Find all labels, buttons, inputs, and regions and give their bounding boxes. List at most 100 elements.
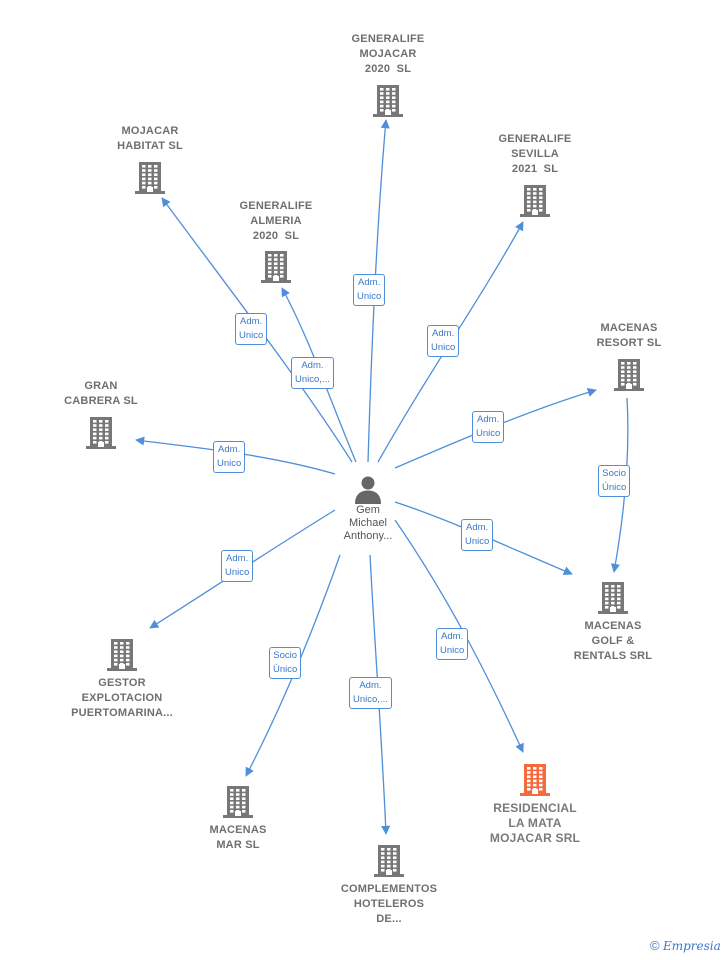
company-name-line: RESORT SL (596, 337, 662, 349)
relation-label: Unico,... (295, 374, 330, 385)
relation-badge[interactable]: Adm. Unico (461, 519, 494, 551)
company-name-line: GENERALIFE (351, 33, 425, 45)
building-icon (520, 185, 550, 217)
relation-label: Adm. (226, 553, 249, 564)
relation-label: Adm. (477, 414, 500, 425)
company-name: GENERALIFE MOJACAR 2020 SL (333, 32, 443, 77)
relation-label: Adm. (466, 522, 489, 533)
company-name-line: LA MATA (508, 816, 562, 830)
relation-label: Unico (225, 567, 250, 578)
person-name-line: Gem (356, 504, 380, 516)
company-name-line: 2021 SL (511, 163, 559, 175)
building-icon (223, 786, 253, 818)
relation-badge[interactable]: Adm. Unico (472, 411, 505, 443)
building-icon (107, 639, 137, 671)
company-node-generalife-almeria[interactable]: GENERALIFE ALMERIA 2020 SL (226, 199, 326, 283)
company-name-line: HOTELEROS (353, 898, 425, 910)
relation-badge[interactable]: Adm. Unico,... (291, 357, 334, 389)
relation-label: Adm. (441, 631, 464, 642)
relation-badge[interactable]: Adm. Unico (353, 274, 386, 306)
relation-label: Adm. (358, 277, 381, 288)
company-name-line: GESTOR (98, 677, 146, 689)
company-name-line: ALMERIA (250, 215, 302, 227)
company-name-line: DE... (376, 913, 402, 925)
relation-label: Unico (217, 458, 242, 469)
relation-label: Socio (602, 468, 627, 479)
company-name-line: MOJACAR (121, 125, 179, 137)
relation-badge[interactable]: Adm. Unico,... (349, 677, 392, 709)
relation-badge[interactable]: Adm. Unico (235, 313, 268, 345)
relation-label: Unico (431, 342, 456, 353)
company-name-line: COMPLEMENTOS (340, 883, 438, 895)
company-name-line: 2020 SL (252, 230, 300, 242)
company-name: GENERALIFE SEVILLA 2021 SL (485, 132, 585, 177)
relation-badge[interactable]: Adm. Unico (213, 441, 246, 473)
company-name: MACENAS MAR SL (188, 823, 288, 853)
relation-label: Adm. (218, 444, 241, 455)
company-name-line: EXPLOTACION (81, 692, 163, 704)
relation-badge[interactable]: Adm. Unico (221, 550, 254, 582)
company-node-mojacar-habitat[interactable]: MOJACAR HABITAT SL (100, 124, 200, 194)
relation-label: Unico (357, 291, 382, 302)
building-icon (614, 359, 644, 391)
relation-label: Adm. (240, 316, 263, 327)
person-icon (355, 476, 381, 504)
relation-label: Adm. (301, 360, 324, 371)
company-name-line: GENERALIFE (239, 200, 313, 212)
company-name: COMPLEMENTOS HOTELEROS DE... (324, 882, 454, 927)
footer-brand[interactable]: © Empresia (650, 938, 721, 953)
company-name-line: MACENAS (209, 824, 267, 836)
relation-label: Único (602, 482, 627, 493)
brand-logo-text: Empresia (662, 939, 721, 953)
relation-label: Unico (465, 536, 490, 547)
company-node-generalife-mojacar[interactable]: GENERALIFE MOJACAR 2020 SL (333, 32, 443, 117)
relation-label: Unico (476, 428, 501, 439)
company-node-gestor-explotacion[interactable]: GESTOR EXPLOTACION PUERTOMARINA... (57, 637, 187, 721)
copyright-symbol: © (650, 938, 660, 953)
building-icon (598, 582, 628, 614)
company-name: GENERALIFE ALMERIA 2020 SL (226, 199, 326, 244)
company-name-line: GENERALIFE (498, 133, 572, 145)
company-node-complementos-hoteleros[interactable]: COMPLEMENTOS HOTELEROS DE... (324, 843, 454, 927)
building-icon (86, 417, 116, 449)
relation-label: Único (273, 664, 298, 675)
building-icon (373, 85, 403, 117)
relation-label: Unico (440, 645, 465, 656)
company-name-line: MOJACAR SRL (489, 831, 581, 845)
building-icon (261, 251, 291, 283)
company-name-line: HABITAT SL (117, 140, 183, 152)
building-icon (135, 162, 165, 194)
company-name-line: MAR SL (216, 839, 260, 851)
company-name-line: RENTALS SRL (573, 650, 653, 662)
building-icon (374, 845, 404, 877)
relation-label: Unico,... (353, 694, 388, 705)
company-name: MOJACAR HABITAT SL (100, 124, 200, 154)
company-name-line: PUERTOMARINA... (71, 707, 173, 719)
company-node-macenas-mar[interactable]: MACENAS MAR SL (188, 784, 288, 853)
company-name-line: 2020 SL (364, 63, 412, 75)
company-name-line: MOJACAR (359, 48, 417, 60)
company-name-line: GOLF & (591, 635, 635, 647)
company-name: GESTOR EXPLOTACION PUERTOMARINA... (57, 676, 187, 721)
company-node-generalife-sevilla[interactable]: GENERALIFE SEVILLA 2021 SL (485, 132, 585, 217)
building-icon (520, 764, 550, 796)
relation-badge[interactable]: Adm. Unico (436, 628, 469, 660)
company-name-line: GRAN (84, 380, 118, 392)
company-name-line: MACENAS (600, 322, 658, 334)
company-node-macenas-resort[interactable]: MACENAS RESORT SL (579, 321, 679, 391)
relation-badge[interactable]: Adm. Unico (427, 325, 460, 357)
relation-label: Unico (239, 330, 264, 341)
relation-label: Socio (273, 650, 298, 661)
relation-label: Adm. (359, 680, 382, 691)
company-name-line: SEVILLA (511, 148, 559, 160)
relation-label: Adm. (432, 328, 455, 339)
